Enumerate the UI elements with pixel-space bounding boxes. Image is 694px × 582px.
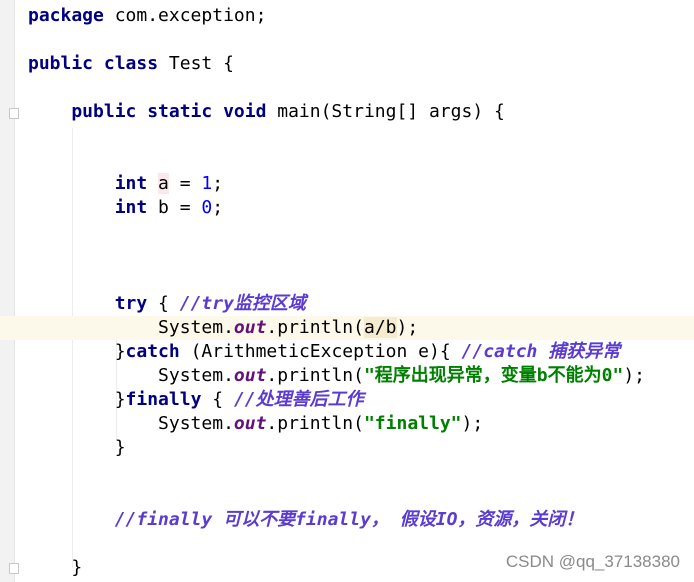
code-token: } [28, 437, 126, 458]
code-token: b = [158, 197, 202, 218]
code-editor[interactable]: package com.exception; public class Test… [0, 4, 694, 580]
code-token: System. [28, 317, 234, 338]
code-token: { [212, 389, 234, 410]
code-token: ; [212, 197, 224, 218]
code-token: } [28, 557, 83, 578]
code-token: public class [28, 53, 169, 74]
editor-gutter [0, 0, 15, 582]
code-token: package [28, 5, 115, 26]
code-line[interactable] [0, 268, 694, 292]
code-token: main(String[] args) { [277, 101, 505, 122]
code-token: .println( [266, 413, 364, 434]
code-token: ); [623, 365, 646, 386]
code-token: //处理善后工作 [233, 389, 364, 410]
code-token: com.exception; [114, 5, 267, 26]
code-line[interactable]: }finally { //处理善后工作 [0, 388, 694, 412]
code-token: //catch 捕获异常 [461, 341, 621, 362]
code-token: 0 [201, 197, 213, 218]
code-line[interactable] [0, 124, 694, 148]
code-line[interactable]: //finally 可以不要finally， 假设IO，资源，关闭！ [0, 508, 694, 532]
code-line[interactable]: System.out.println("finally"); [0, 412, 694, 436]
code-line[interactable] [0, 460, 694, 484]
code-line[interactable]: package com.exception; [0, 4, 694, 28]
code-token: Test { [168, 53, 234, 74]
code-token: b [385, 317, 397, 338]
code-token: try [28, 293, 159, 314]
code-line[interactable]: int b = 0; [0, 196, 694, 220]
code-line[interactable]: System.out.println(a/b); [0, 316, 694, 340]
code-token: ); [461, 413, 484, 434]
code-token: } [28, 341, 126, 362]
watermark: CSDN @qq_37138380 [505, 552, 680, 571]
indent-guide [72, 128, 73, 568]
code-line[interactable]: try { //try监控区域 [0, 292, 694, 316]
code-token: catch [125, 341, 191, 362]
code-token: System. [28, 413, 234, 434]
code-token: / [374, 317, 386, 338]
code-line[interactable] [0, 244, 694, 268]
code-line[interactable] [0, 28, 694, 52]
code-token: out [233, 365, 267, 386]
code-token: out [233, 413, 267, 434]
code-token: .println( [266, 365, 364, 386]
code-token: int [28, 173, 159, 194]
code-token: public static void [28, 101, 278, 122]
code-token: = [168, 173, 202, 194]
code-line[interactable]: } [0, 556, 694, 580]
code-token: ; [212, 173, 224, 194]
code-line[interactable]: System.out.println("程序出现异常，变量b不能为0"); [0, 364, 694, 388]
code-token: out [233, 317, 267, 338]
code-token: //try监控区域 [179, 293, 306, 314]
code-token: { [158, 293, 180, 314]
code-token: "程序出现异常，变量b不能为0" [363, 365, 624, 386]
code-line[interactable]: int a = 1; [0, 172, 694, 196]
code-token: 1 [201, 173, 213, 194]
code-line[interactable]: }catch (ArithmeticException e){ //catch … [0, 340, 694, 364]
code-line[interactable] [0, 220, 694, 244]
code-line[interactable] [0, 484, 694, 508]
code-token: System. [28, 365, 234, 386]
code-token: (ArithmeticException e){ [190, 341, 462, 362]
code-line[interactable]: public static void main(String[] args) { [0, 100, 694, 124]
code-line[interactable] [0, 148, 694, 172]
code-token: a [158, 173, 169, 194]
code-line[interactable]: public class Test { [0, 52, 694, 76]
code-token: .println( [266, 317, 364, 338]
code-token: } [28, 389, 126, 410]
code-token: //finally 可以不要finally， 假设IO，资源，关闭！ [28, 509, 584, 530]
indent-guide [116, 320, 117, 440]
code-line[interactable]: } [0, 436, 694, 460]
fold-marker-icon[interactable] [9, 563, 19, 574]
fold-marker-icon[interactable] [9, 108, 19, 119]
code-token: int [28, 197, 159, 218]
code-token: ); [396, 317, 419, 338]
code-token: "finally" [363, 413, 462, 434]
code-line[interactable] [0, 76, 694, 100]
code-token: a [363, 317, 375, 338]
code-token: finally [125, 389, 213, 410]
